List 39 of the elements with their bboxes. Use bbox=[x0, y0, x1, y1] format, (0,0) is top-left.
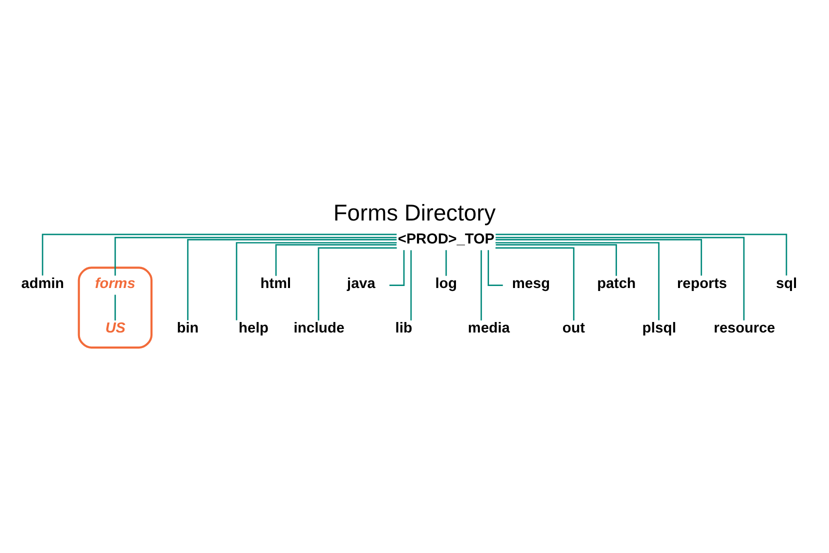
node-text: <PROD>_TOP bbox=[398, 230, 494, 247]
node-text: media bbox=[468, 320, 510, 336]
cluster bbox=[78, 266, 153, 348]
connector bbox=[389, 250, 405, 286]
node-text: log bbox=[435, 276, 458, 292]
node-text: plsql bbox=[642, 320, 676, 336]
connector bbox=[496, 236, 745, 320]
node-text: html bbox=[260, 276, 292, 292]
connector bbox=[114, 294, 116, 320]
connector bbox=[496, 233, 788, 275]
connector bbox=[318, 246, 397, 320]
node-text: mesg bbox=[512, 276, 550, 292]
connector bbox=[187, 238, 397, 320]
diagram-title: Forms Directory bbox=[333, 199, 496, 226]
connector bbox=[445, 250, 447, 276]
connector bbox=[488, 250, 503, 286]
node-text: US bbox=[105, 320, 126, 336]
node-text: include bbox=[294, 320, 344, 336]
node-text: reports bbox=[676, 276, 728, 292]
node-text: resource bbox=[714, 320, 776, 336]
node-text: out bbox=[562, 320, 585, 336]
node-text: sql bbox=[776, 276, 798, 292]
connector bbox=[495, 246, 574, 320]
connector bbox=[496, 238, 702, 276]
node-text: help bbox=[238, 320, 268, 336]
node-text: patch bbox=[597, 276, 636, 292]
connector bbox=[410, 250, 412, 320]
connector bbox=[480, 250, 482, 320]
connector bbox=[236, 242, 397, 320]
connector bbox=[42, 233, 397, 275]
connector bbox=[275, 244, 396, 276]
node-text: bin bbox=[176, 320, 199, 336]
node-text: java bbox=[347, 276, 376, 292]
connector bbox=[114, 236, 397, 276]
connector bbox=[495, 242, 660, 320]
node-text: forms bbox=[94, 276, 136, 292]
node-text: lib bbox=[395, 320, 412, 336]
connector bbox=[496, 244, 617, 276]
node-text: admin bbox=[21, 276, 64, 292]
